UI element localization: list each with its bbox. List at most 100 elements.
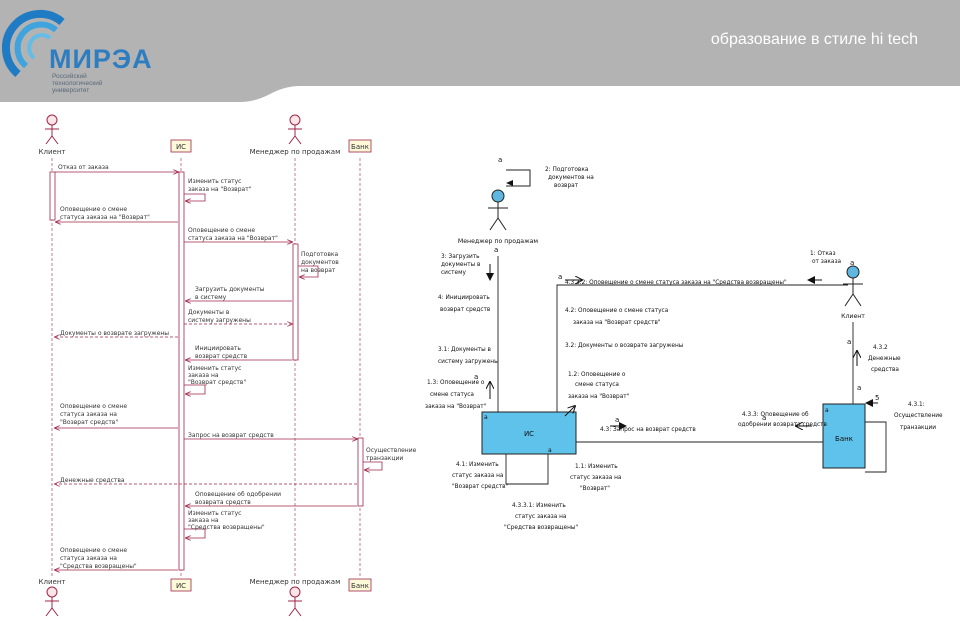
comm-label-bank: Банк xyxy=(835,435,853,443)
comm-msg-c41-l1: 4.1: Изменить xyxy=(456,462,499,468)
comm-mark-is-right: a xyxy=(615,416,619,424)
seq-msg-m11-l2: статуса заказа на xyxy=(60,411,117,418)
seq-msg-m7-l1: Документы в xyxy=(188,309,230,316)
seq-msg-m9-l1: Инициировать xyxy=(195,345,241,352)
comm-label-manager: Менеджер по продажам xyxy=(458,238,539,245)
header-gray-band xyxy=(0,0,960,102)
seq-label-bank-bottom: Банк xyxy=(351,582,369,590)
comm-actor-client xyxy=(843,265,863,307)
seq-msg-m15-l2: возврата средств xyxy=(195,499,251,506)
comm-msg-c13-l3: заказа на "Возврат" xyxy=(425,404,487,410)
comm-arrow-c12 xyxy=(564,406,575,417)
seq-actor-client-top xyxy=(45,114,59,145)
seq-activation-bank xyxy=(357,437,364,507)
comm-msg-c431-l2: Осуществление xyxy=(894,413,943,419)
sequence-diagram: Клиент ИС Менеджер по продажам Банк xyxy=(39,114,417,617)
comm-msg-c42-l1: 4.2: Оповещение о смене статуса xyxy=(565,308,669,314)
seq-activation-client xyxy=(49,171,56,221)
comm-msg-c433-l1: 4.3.3: Оповещение об xyxy=(742,412,809,418)
seq-actor-manager-top xyxy=(288,114,302,145)
seq-msg-m12: Запрос на возврат средств xyxy=(188,432,274,439)
comm-mark-five: 5 xyxy=(875,394,879,402)
comm-msg-c432-l3: средства xyxy=(871,367,899,373)
comm-msg-c12-l2: смене статуса xyxy=(575,382,619,388)
seq-activation-is xyxy=(178,171,185,571)
comm-msg-c42-l2: заказа на "Возврат средств" xyxy=(573,320,661,326)
seq-msg-m6-l2: в систему xyxy=(195,294,227,301)
comm-mark-link-is-client: a xyxy=(558,273,562,281)
seq-msg-m7-l2: систему загружены xyxy=(188,317,251,324)
seq-actor-manager-bottom xyxy=(288,586,302,617)
comm-msg-c41-l3: "Возврат средств" xyxy=(452,484,509,490)
comm-msg-c2-l2: документов на xyxy=(548,175,594,181)
seq-box-is-top xyxy=(170,139,192,153)
header-tagline: образование в стиле hi tech xyxy=(710,31,918,48)
comm-msg-c12-l3: заказа на "Возврат" xyxy=(568,394,630,400)
comm-mark-is-left: a xyxy=(474,373,478,381)
comm-arrow-c2 xyxy=(506,180,513,186)
comm-mark-manager: a xyxy=(498,156,502,164)
seq-msg-m17-l1: Оповещение о смене xyxy=(60,547,127,554)
comm-msg-c13-l2: смене статуса xyxy=(430,392,474,398)
seq-arrow-m5 xyxy=(298,265,319,277)
seq-msg-m5-l2: документов xyxy=(301,259,339,266)
seq-msg-m11-l1: Оповещение о смене xyxy=(60,403,127,410)
seq-msg-m15-l1: Оповещение об одобрении xyxy=(195,491,281,498)
comm-msg-c4331-l1: 4.3.3.1: Изменить xyxy=(512,503,566,509)
seq-msg-m5-l3: на возврат xyxy=(301,267,336,274)
comm-mark-link-manager: a xyxy=(494,246,498,254)
seq-label-client-top: Клиент xyxy=(39,148,66,156)
comm-object-is xyxy=(481,411,577,455)
comm-msg-c12-l1: 1.2: Оповещение о xyxy=(568,372,626,378)
comm-msg-c3-l2: документы в xyxy=(441,262,481,268)
communication-diagram: a Менеджер по продажам a Клиент a ИС a Б… xyxy=(425,156,943,531)
seq-label-manager-bottom: Менеджер по продажам xyxy=(250,578,341,586)
seq-msg-m2-l1: Изменить статус xyxy=(188,178,241,185)
seq-msg-m16-l1: Изменить статус xyxy=(188,510,241,517)
seq-msg-m10-l2: заказа на xyxy=(188,372,219,379)
seq-msg-m11-l3: "Возврат средств" xyxy=(60,419,118,426)
seq-arrow-m16 xyxy=(184,528,206,538)
comm-msg-c13-l1: 1.3: Оповещение о xyxy=(427,380,485,386)
comm-msg-c2-l1: 2: Подготовка xyxy=(545,167,589,173)
logo-subtitle: Российский технологический университет xyxy=(52,73,103,94)
seq-box-bank-bottom xyxy=(348,578,372,592)
comm-msg-c43: 4.3: Запрос на возврат средств xyxy=(600,427,696,433)
comm-mark-is-bottom: a xyxy=(548,447,552,454)
comm-msg-c41-l2: статус заказа на xyxy=(452,473,504,479)
seq-msg-m10-l3: "Возврат средств" xyxy=(188,379,246,386)
seq-msg-m13-l1: Осуществление xyxy=(366,447,417,454)
comm-msg-c1-l1: 1: Отказ xyxy=(810,251,836,257)
seq-label-client-bottom: Клиент xyxy=(39,578,66,586)
comm-msg-c11-l2: статус заказа на xyxy=(570,475,622,481)
comm-mark-link-bank: a xyxy=(857,384,861,392)
seq-msg-m14: Денежные средства xyxy=(60,477,125,484)
comm-msg-c3-l3: систему xyxy=(441,270,466,276)
comm-msg-c2-l3: возврат xyxy=(554,183,579,189)
seq-msg-m16-l2: заказа на xyxy=(188,517,219,524)
slide-header: МИРЭА Российский технологический универс… xyxy=(0,0,960,104)
comm-label-is: ИС xyxy=(524,430,534,438)
seq-msg-m4-l2: статуса заказа на "Возврат" xyxy=(188,235,278,242)
comm-msg-c431-l3: транзакции xyxy=(900,425,936,431)
comm-msg-c4-l2: возврат средств xyxy=(440,307,491,313)
header-band xyxy=(0,0,960,102)
seq-msg-m17-l2: статуса заказа на xyxy=(60,555,117,562)
seq-msg-m5-l1: Подготовка xyxy=(301,251,338,258)
comm-msg-c431-l1: 4.3.1: xyxy=(908,402,925,408)
comm-mark-is: a xyxy=(484,414,488,421)
seq-msg-m3-l1: Оповещение о смене xyxy=(60,206,127,213)
comm-self-loop-bank xyxy=(865,421,887,473)
comm-self-loop-is xyxy=(505,454,549,485)
comm-msg-c4332: 4.3.3.2: Оповещение о смене статуса зака… xyxy=(565,280,787,286)
comm-msg-c32: 3.2: Документы о возврате загружены xyxy=(565,343,684,349)
seq-msg-m6-l1: Загрузить документы xyxy=(195,286,265,293)
seq-msg-m16-l3: "Средства возвращены" xyxy=(188,524,265,531)
seq-msg-m3-l2: статуса заказа на "Возврат" xyxy=(60,214,150,221)
comm-msg-c4331-l2: статус заказа на xyxy=(515,514,567,520)
seq-box-bank-top xyxy=(348,139,372,153)
comm-msg-c4-l1: 4: Инициировать xyxy=(438,295,490,301)
comm-self-loop-manager xyxy=(506,169,531,187)
comm-mark-link-client-bank: a xyxy=(847,338,851,346)
seq-activation-manager xyxy=(292,243,299,361)
